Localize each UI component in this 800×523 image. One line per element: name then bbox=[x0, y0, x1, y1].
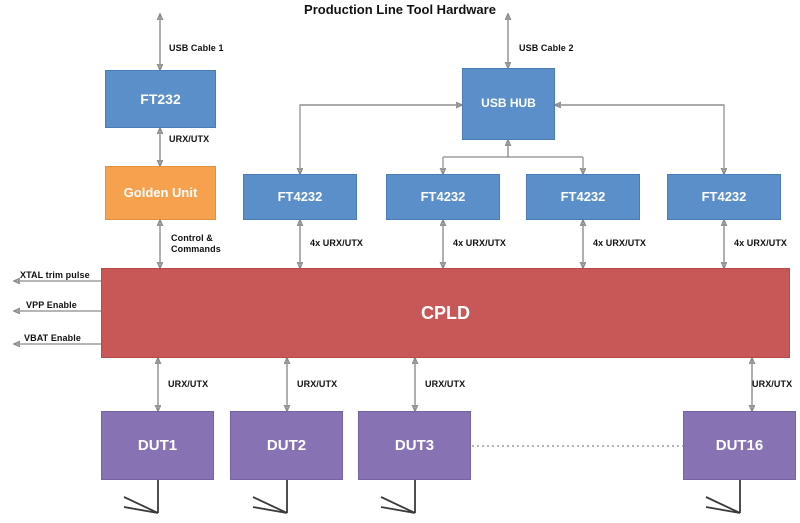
label-urx-utx-dut16: URX/UTX bbox=[752, 379, 793, 389]
node-golden-unit[interactable]: Golden Unit bbox=[105, 166, 216, 220]
antenna-dut2 bbox=[252, 480, 288, 514]
node-dut3[interactable]: DUT3 bbox=[358, 411, 471, 480]
node-ft4232-3[interactable]: FT4232 bbox=[526, 174, 640, 220]
label-usb-cable-2: USB Cable 2 bbox=[519, 43, 574, 53]
label-control-commands: Control & Commands bbox=[171, 233, 221, 255]
label-urx-utx-dut3: URX/UTX bbox=[425, 379, 466, 389]
node-dut16[interactable]: DUT16 bbox=[683, 411, 796, 480]
node-cpld[interactable]: CPLD bbox=[101, 268, 790, 358]
antenna-dut1 bbox=[123, 480, 159, 514]
label-vpp-enable: VPP Enable bbox=[26, 300, 77, 310]
label-urx-utx-dut1: URX/UTX bbox=[168, 379, 209, 389]
antenna-dut3 bbox=[380, 480, 416, 514]
node-ft4232-4[interactable]: FT4232 bbox=[667, 174, 781, 220]
node-ft4232-1[interactable]: FT4232 bbox=[243, 174, 357, 220]
wire-hub-ft4232-1 bbox=[300, 104, 462, 174]
label-urx-utx-ft232: URX/UTX bbox=[169, 134, 210, 144]
label-usb-cable-1: USB Cable 1 bbox=[169, 43, 224, 53]
label-4x-urx-utx-3: 4x URX/UTX bbox=[593, 238, 647, 248]
node-ft232[interactable]: FT232 bbox=[105, 70, 216, 128]
diagram-title: Production Line Tool Hardware bbox=[304, 2, 496, 17]
label-4x-urx-utx-1: 4x URX/UTX bbox=[310, 238, 364, 248]
node-usb-hub[interactable]: USB HUB bbox=[462, 68, 555, 140]
node-dut2[interactable]: DUT2 bbox=[230, 411, 343, 480]
label-xtal-trim-pulse: XTAL trim pulse bbox=[20, 270, 90, 280]
antenna-dut16 bbox=[705, 480, 741, 514]
label-4x-urx-utx-2: 4x URX/UTX bbox=[453, 238, 507, 248]
label-urx-utx-dut2: URX/UTX bbox=[297, 379, 338, 389]
node-dut1[interactable]: DUT1 bbox=[101, 411, 214, 480]
label-vbat-enable: VBAT Enable bbox=[24, 333, 81, 343]
wire-hub-ft4232-4 bbox=[555, 104, 724, 174]
label-4x-urx-utx-4: 4x URX/UTX bbox=[734, 238, 788, 248]
node-ft4232-2[interactable]: FT4232 bbox=[386, 174, 500, 220]
